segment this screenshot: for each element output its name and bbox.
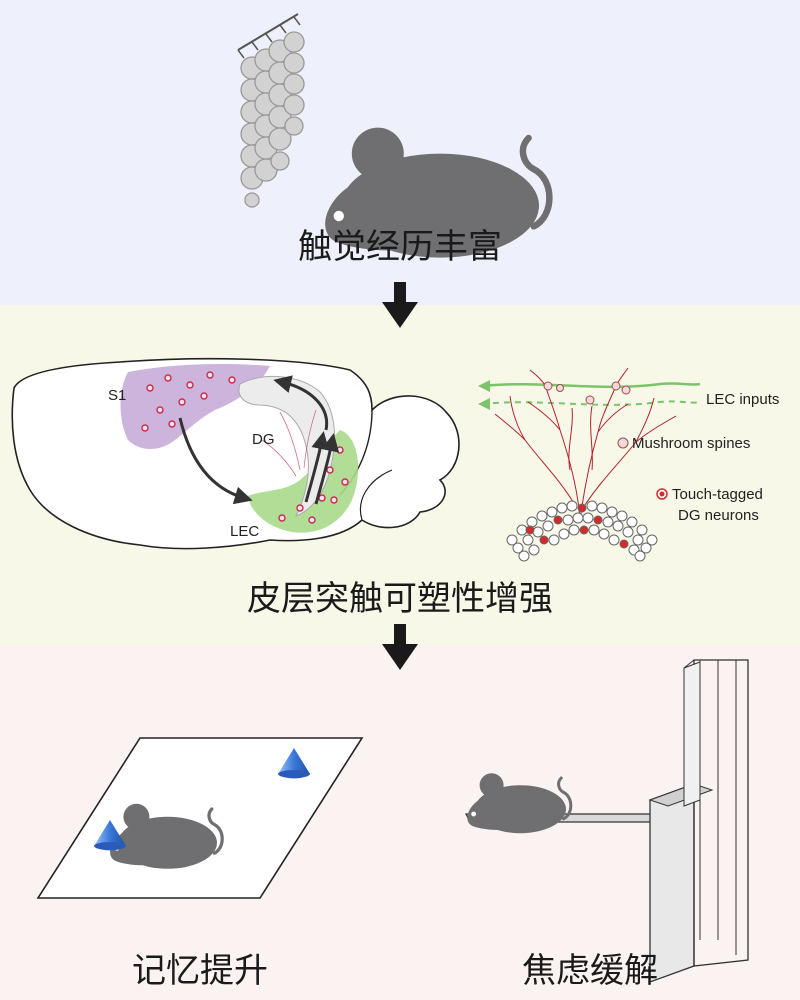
mushroom-spines xyxy=(543,381,631,405)
elevated-plus-maze xyxy=(465,659,749,983)
dg-label: DG xyxy=(252,431,275,448)
cone-icon xyxy=(278,748,310,779)
mushroom-spine-legend-icon xyxy=(617,437,629,449)
down-arrow-icon xyxy=(382,624,418,670)
dendrite-tree xyxy=(494,367,677,521)
lec-input-line-solid xyxy=(481,382,701,389)
lec-input-arrowhead xyxy=(478,380,490,392)
lec-label: LEC xyxy=(230,523,259,540)
s1-region xyxy=(120,364,270,449)
brain-diagram: S1 DG LEC xyxy=(11,357,460,550)
pathway-arrows xyxy=(178,375,340,505)
beaded-curtain-icon xyxy=(237,13,305,208)
touch-tagged-label-line2: DG neurons xyxy=(678,507,759,524)
circuit-diagram: LEC inputs Mushroom spines Touch-tagged … xyxy=(478,367,779,562)
dg-dendrites xyxy=(261,409,317,477)
maze-closed-arm xyxy=(693,659,749,967)
lec-inputs-label: LEC inputs xyxy=(706,391,779,408)
open-field-arena xyxy=(36,737,364,899)
dg-cell-layer xyxy=(506,500,658,562)
middle-caption: 皮层突触可塑性增强 xyxy=(247,579,553,619)
top-caption: 触觉经历丰富 xyxy=(298,227,502,267)
s1-label: S1 xyxy=(108,387,126,404)
touch-tagged-label-line1: Touch-tagged xyxy=(672,486,763,503)
memory-caption: 记忆提升 xyxy=(132,951,268,991)
down-arrow-icon xyxy=(382,282,418,328)
anxiety-caption: 焦虑缓解 xyxy=(522,951,658,991)
mushroom-spines-label: Mushroom spines xyxy=(632,435,750,452)
cone-icon xyxy=(94,820,126,851)
